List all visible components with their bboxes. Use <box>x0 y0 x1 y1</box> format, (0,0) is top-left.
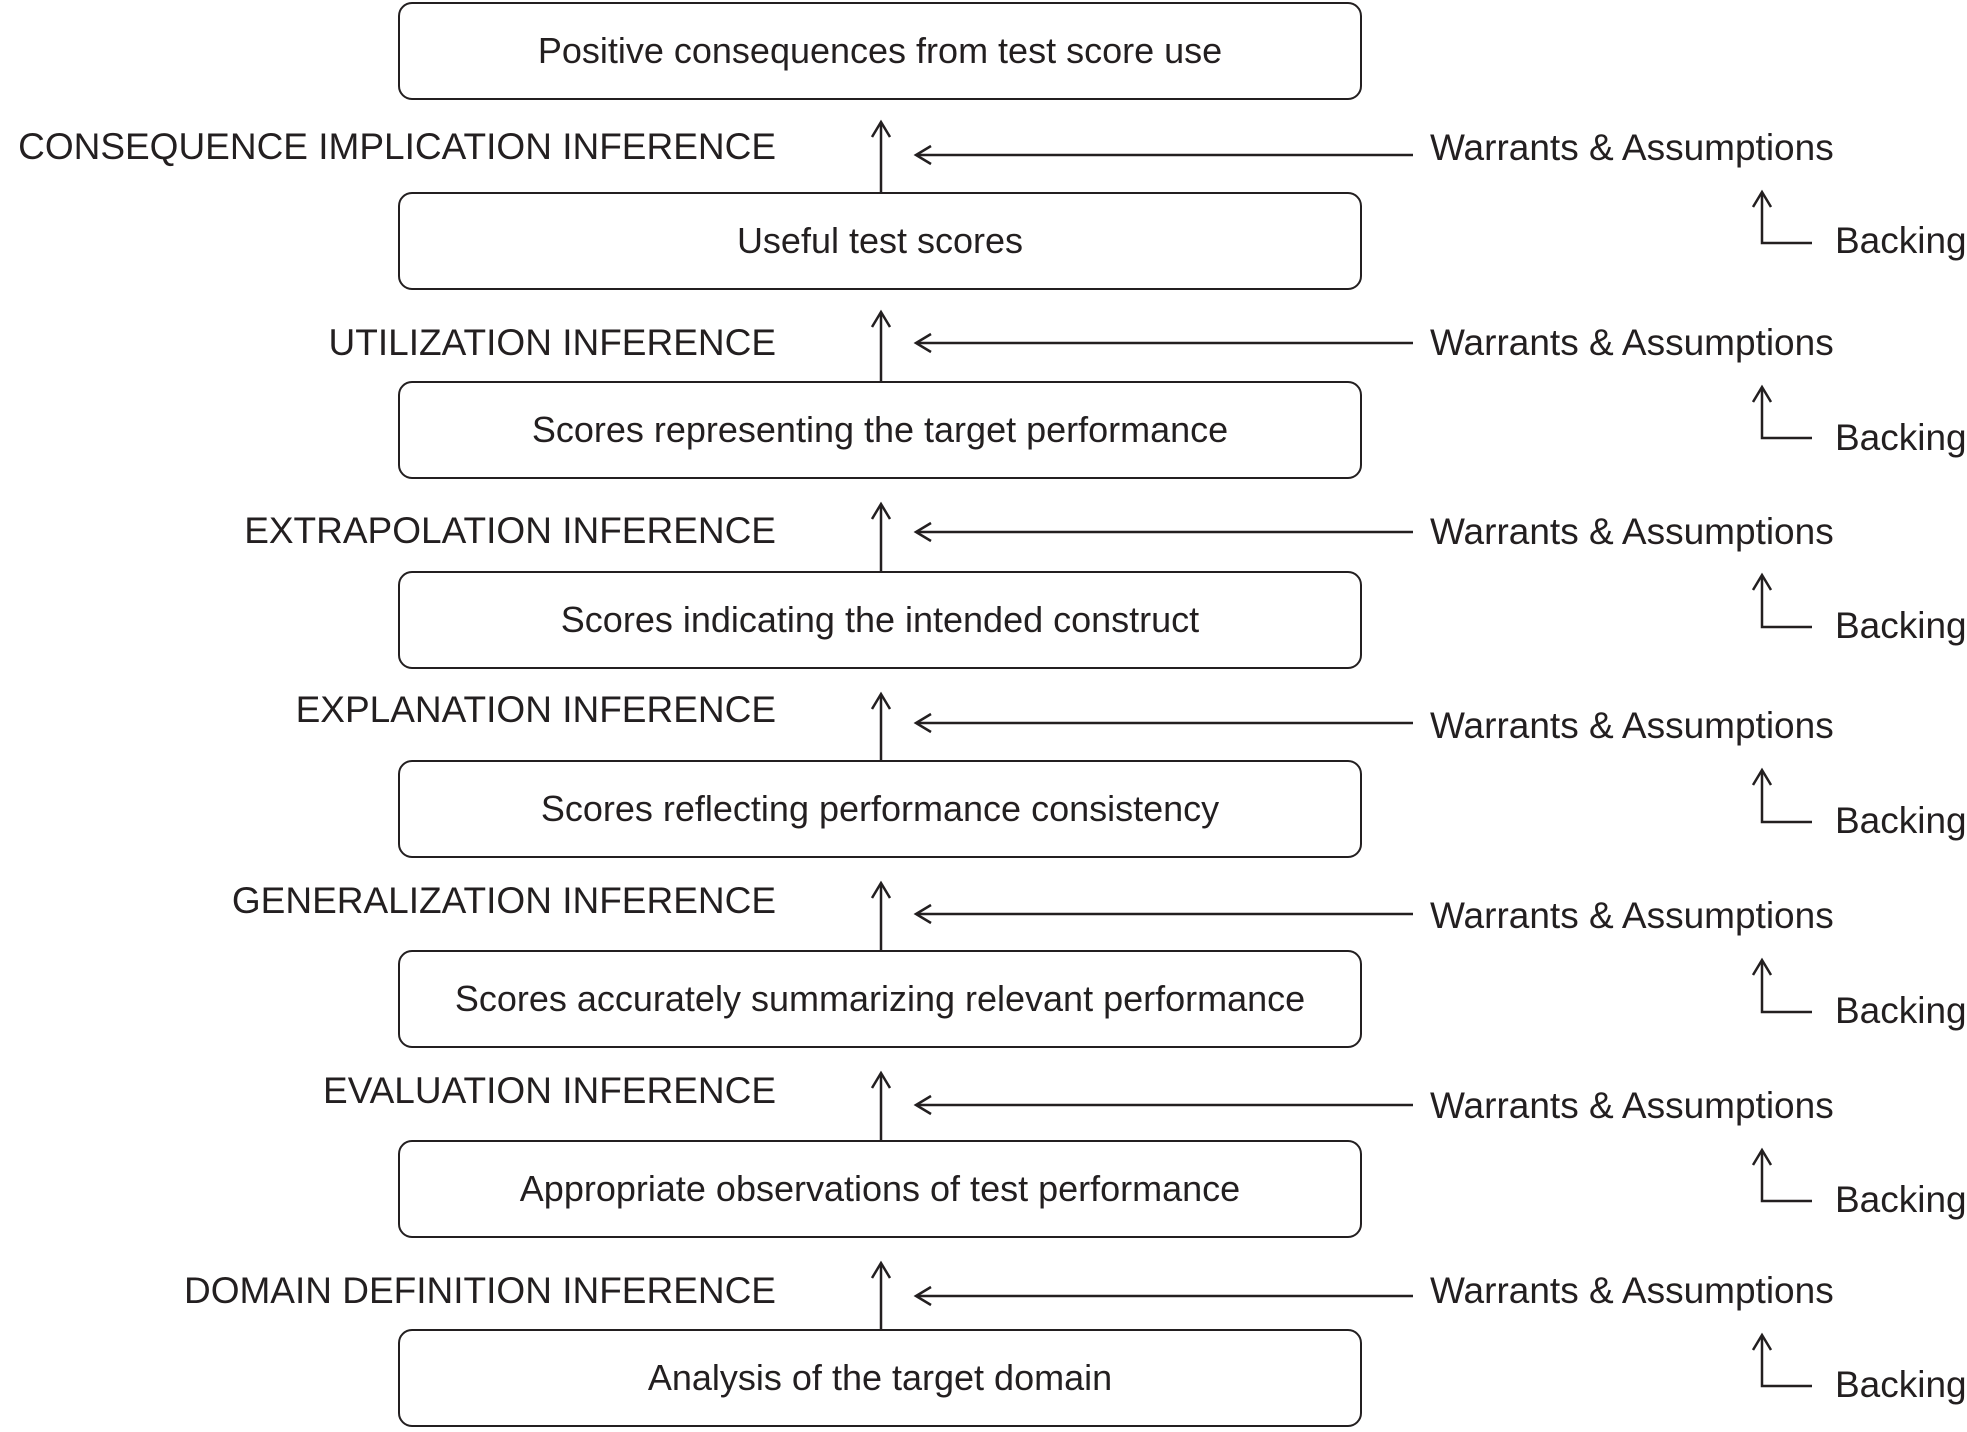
backing-label-domain-definition: Backing <box>1835 1364 1967 1405</box>
backing-arrow-3 <box>1760 770 1812 824</box>
backing-arrow-2 <box>1760 575 1812 629</box>
claim-box-consequences: Positive consequences from test score us… <box>398 2 1362 100</box>
warrant-label-generalization: Warrants & Assumptions <box>1430 895 1834 936</box>
inference-label-explanation: EXPLANATION INFERENCE <box>295 689 776 730</box>
claim-box-target-performance: Scores representing the target performan… <box>398 381 1362 479</box>
backing-arrow-head-2 <box>1751 572 1773 591</box>
claim-text: Scores reflecting performance consistenc… <box>540 788 1220 829</box>
claim-text: Scores representing the target performan… <box>531 409 1229 450</box>
warrant-label-utilization: Warrants & Assumptions <box>1430 322 1834 363</box>
warrant-arrow-head-1 <box>913 332 932 354</box>
inference-label-utilization: UTILIZATION INFERENCE <box>328 322 776 363</box>
backing-label-evaluation: Backing <box>1835 1179 1967 1220</box>
claim-box-domain-analysis: Analysis of the target domain <box>398 1329 1362 1427</box>
warrant-arrow-head-5 <box>913 1094 932 1116</box>
backing-arrow-5 <box>1760 1150 1812 1203</box>
warrant-arrow-head-3 <box>913 712 932 734</box>
claim-box-useful-scores: Useful test scores <box>398 192 1362 290</box>
claim-text: Positive consequences from test score us… <box>537 30 1223 71</box>
inference-arrow-head-5 <box>870 1070 892 1089</box>
warrant-label-consequence: Warrants & Assumptions <box>1430 127 1834 168</box>
warrant-label-evaluation: Warrants & Assumptions <box>1430 1085 1834 1126</box>
backing-label-extrapolation: Backing <box>1835 605 1967 646</box>
inference-label-generalization: GENERALIZATION INFERENCE <box>231 880 776 921</box>
backing-arrow-4 <box>1760 960 1812 1014</box>
backing-arrow-head-6 <box>1751 1332 1773 1351</box>
backing-arrow-head-5 <box>1751 1147 1773 1166</box>
warrant-arrow-head-0 <box>913 144 932 166</box>
claim-text: Useful test scores <box>736 220 1024 261</box>
claim-text: Analysis of the target domain <box>647 1357 1113 1398</box>
inference-label-extrapolation: EXTRAPOLATION INFERENCE <box>244 510 776 551</box>
warrant-label-explanation: Warrants & Assumptions <box>1430 705 1834 746</box>
inference-label-consequence: CONSEQUENCE IMPLICATION INFERENCE <box>18 126 776 167</box>
claim-box-summarizing: Scores accurately summarizing relevant p… <box>398 950 1362 1048</box>
inference-label-evaluation: EVALUATION INFERENCE <box>323 1070 776 1111</box>
claim-box-consistency: Scores reflecting performance consistenc… <box>398 760 1362 858</box>
backing-label-generalization: Backing <box>1835 990 1967 1031</box>
backing-arrow-6 <box>1760 1335 1812 1388</box>
backing-arrow-head-4 <box>1751 957 1773 976</box>
claim-text: Scores indicating the intended construct <box>560 599 1200 640</box>
inference-arrow-head-3 <box>870 691 892 710</box>
inference-arrow-head-0 <box>870 119 892 138</box>
claim-box-observations: Appropriate observations of test perform… <box>398 1140 1362 1238</box>
warrant-label-domain-definition: Warrants & Assumptions <box>1430 1270 1834 1311</box>
backing-arrow-head-0 <box>1751 189 1773 208</box>
warrant-arrow-head-2 <box>913 521 932 543</box>
backing-label-utilization: Backing <box>1835 417 1967 458</box>
inference-arrow-head-2 <box>870 501 892 520</box>
backing-arrow-head-1 <box>1751 384 1773 403</box>
warrant-arrow-head-6 <box>913 1285 932 1307</box>
backing-arrow-0 <box>1760 192 1812 245</box>
warrant-arrow-head-4 <box>913 903 932 925</box>
inference-label-domain-definition: DOMAIN DEFINITION INFERENCE <box>183 1270 776 1311</box>
claim-box-intended-construct: Scores indicating the intended construct <box>398 571 1362 669</box>
inference-arrow-head-4 <box>870 880 892 899</box>
warrant-label-extrapolation: Warrants & Assumptions <box>1430 511 1834 552</box>
backing-label-consequence: Backing <box>1835 220 1967 261</box>
claim-text: Appropriate observations of test perform… <box>519 1168 1241 1209</box>
backing-arrow-head-3 <box>1751 767 1773 786</box>
backing-label-explanation: Backing <box>1835 800 1967 841</box>
claim-text: Scores accurately summarizing relevant p… <box>454 978 1306 1019</box>
inference-arrow-head-1 <box>870 309 892 328</box>
backing-arrow-1 <box>1760 387 1812 440</box>
inference-arrow-head-6 <box>870 1260 892 1279</box>
